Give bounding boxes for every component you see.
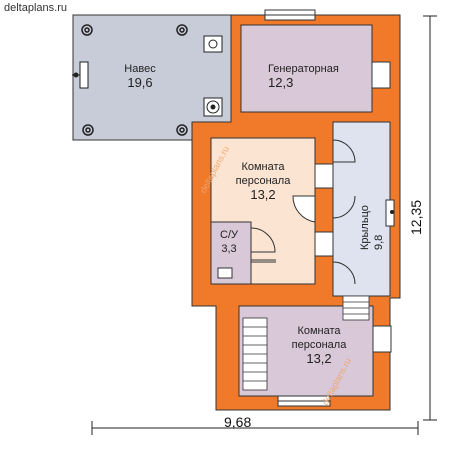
utility-fixtures	[203, 35, 223, 117]
dimension-lines	[91, 15, 437, 435]
canopy-entry-marker	[72, 61, 89, 89]
naves-area-value: 19,6	[127, 75, 153, 90]
generator-area-value: 12,3	[268, 75, 294, 90]
height-dimension: 12,35	[408, 199, 424, 235]
generator-label: Генераторная 12,3	[268, 62, 339, 90]
staff-room-2-area: 13,2	[306, 351, 332, 366]
canopy-posts	[81, 24, 188, 136]
doors	[250, 139, 356, 285]
naves-name: Навес	[124, 63, 156, 75]
porch-area: 9,8	[373, 234, 385, 250]
porch-label: Крыльцо	[358, 205, 372, 250]
wc-area: 3,3	[221, 243, 237, 255]
generator-room	[240, 24, 373, 113]
staff-room-1-line2: персонала	[235, 175, 291, 187]
wc-fixture	[217, 267, 233, 279]
staff-room-2-line2: персонала	[291, 339, 347, 351]
porch-name: Крыльцо	[359, 205, 371, 250]
porch-area-label: 9,8	[372, 235, 386, 250]
staff-room-1-label: Комната персонала 13,2	[228, 160, 298, 202]
naves-label: Навес 19,6	[110, 62, 170, 90]
porch-steps	[342, 295, 370, 321]
generator-name: Генераторная	[268, 63, 339, 75]
staircase	[242, 317, 268, 391]
staff-room-2-line1: Комната	[297, 325, 341, 337]
wc-name: С/У	[220, 229, 238, 241]
porch-entry-marker	[385, 199, 395, 227]
staff-room-1-area: 13,2	[250, 187, 276, 202]
staff-room-2-label: Комната персонала 13,2	[278, 324, 360, 366]
width-dimension: 9,68	[224, 414, 252, 430]
site-label: deltaplans.ru	[4, 2, 67, 14]
wc-label: С/У 3,3	[213, 228, 245, 256]
windows	[264, 9, 392, 407]
staff-room-1-line1: Комната	[241, 161, 285, 173]
